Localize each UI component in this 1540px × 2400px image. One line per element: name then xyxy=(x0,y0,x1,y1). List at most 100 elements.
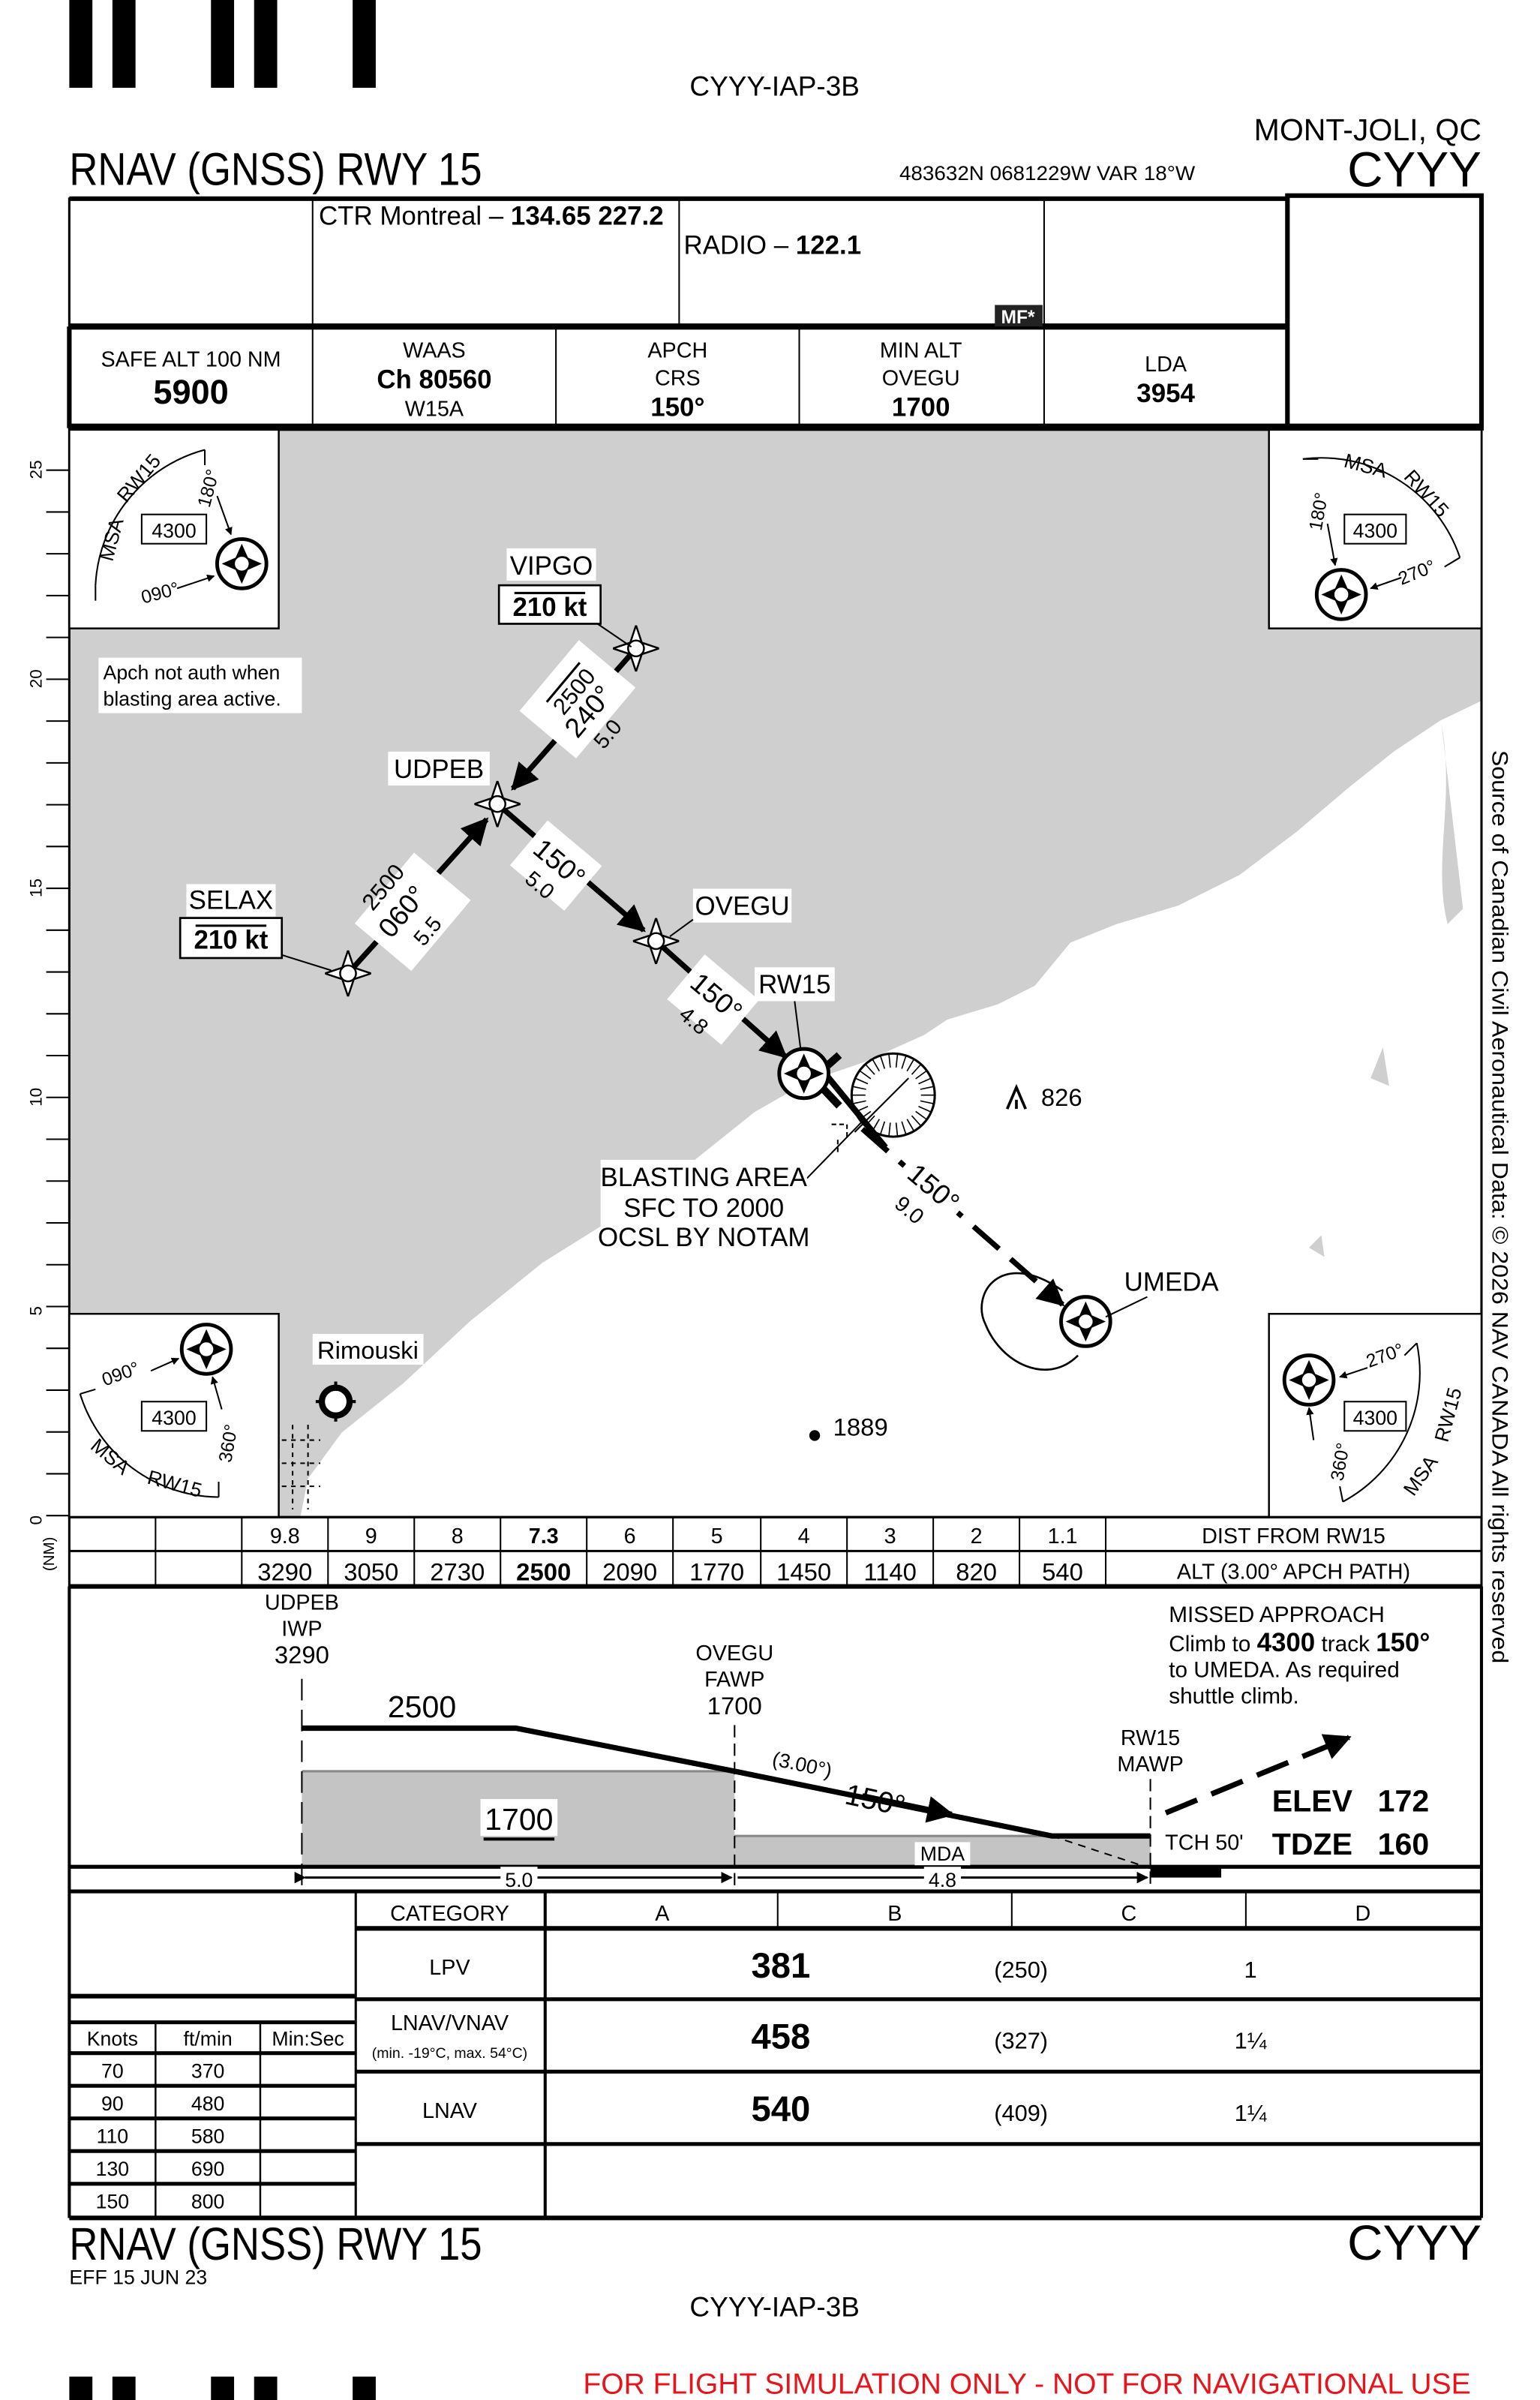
alt-cell: 820 xyxy=(956,1557,997,1585)
airport-id: CYYY xyxy=(1347,142,1481,197)
safe-alt-label: SAFE ALT 100 NM xyxy=(101,348,281,372)
dist-cell: 8 xyxy=(452,1524,464,1548)
msa-altitude: 4300 xyxy=(152,520,196,542)
tch-label: TCH 50' xyxy=(1165,1831,1243,1855)
waypoint-label-ovegu: OVEGU xyxy=(695,891,790,921)
waas-label: WAAS xyxy=(403,338,466,362)
visibility: 1 xyxy=(1244,1957,1256,1983)
dist-cell: 9 xyxy=(365,1524,377,1548)
footer-chart-id: CYYY-IAP-3B xyxy=(689,2292,860,2323)
rate-table-header: Min:Sec xyxy=(272,2027,344,2050)
profile-fix-udpeb-alt: 3290 xyxy=(275,1641,329,1669)
waas-id: W15A xyxy=(405,397,464,421)
blasting-area-line2: SFC TO 2000 xyxy=(623,1194,784,1223)
spot-elevation-icon xyxy=(809,1430,821,1441)
dist-cell: 5 xyxy=(711,1524,723,1548)
scale-unit: (NM) xyxy=(41,1536,58,1571)
obstacle-elevation: 826 xyxy=(1041,1083,1082,1111)
profile-fix-udpeb: UDPEB xyxy=(265,1590,339,1615)
coordinates: 483632N 0681229W VAR 18°W xyxy=(899,162,1196,185)
alt-cell: 2090 xyxy=(602,1557,657,1585)
approach-type: LPV xyxy=(429,1956,470,1980)
effective-date: EFF 15 JUN 23 xyxy=(69,2266,207,2289)
temperature-limits: (min. -19°C, max. 54°C) xyxy=(372,2045,527,2062)
blasting-area-line1: BLASTING AREA xyxy=(601,1163,808,1192)
scale-label: 0 xyxy=(26,1515,45,1525)
blasting-note-line2: blasting area active. xyxy=(104,687,281,710)
missed-approach-title: MISSED APPROACH xyxy=(1169,1603,1385,1627)
profile-table: 9.8329093050827307.325006209051770414503… xyxy=(68,1515,1483,1589)
speed-limit-selax: 210 kt xyxy=(194,926,268,955)
ctr-label: CTR Montreal – xyxy=(319,202,511,231)
procedure-title: RNAV (GNSS) RWY 15 xyxy=(69,143,482,195)
scale-label: 20 xyxy=(26,669,45,688)
visibility: 1¼ xyxy=(1235,2100,1267,2126)
waas-channel: Ch 80560 xyxy=(377,365,491,394)
scale-label: 5 xyxy=(26,1306,45,1316)
rate-table-cell: 690 xyxy=(191,2158,225,2180)
safe-alt-value: 5900 xyxy=(153,373,228,411)
segment-distance-2: 4.8 xyxy=(929,1869,956,1891)
approach-type: LNAV/VNAV xyxy=(391,2011,509,2035)
profile-altitude-2500: 2500 xyxy=(388,1690,456,1724)
flyover-waypoint-icon xyxy=(182,1325,231,1374)
flyover-waypoint-icon xyxy=(1284,1356,1334,1405)
rate-table-cell: 70 xyxy=(101,2060,124,2083)
scale-label: 10 xyxy=(26,1088,45,1107)
msa-altitude: 4300 xyxy=(152,1407,196,1429)
profile-fix-udpeb-role: IWP xyxy=(281,1617,322,1641)
missed-approach-line2: to UMEDA. As required xyxy=(1169,1658,1400,1683)
apch-label: APCH xyxy=(647,338,707,362)
approach-type: LNAV xyxy=(422,2099,478,2123)
segment-distance-1: 5.0 xyxy=(505,1869,533,1891)
alt-cell: 1770 xyxy=(689,1557,744,1585)
dist-cell: 1.1 xyxy=(1048,1524,1078,1548)
rate-table-cell: 800 xyxy=(191,2191,225,2213)
profile-fix-rw15-role: MAWP xyxy=(1117,1753,1183,1777)
rate-table-cell: 480 xyxy=(191,2092,225,2115)
mf-badge: MF* xyxy=(1001,308,1035,328)
alt-cell: 1450 xyxy=(776,1557,831,1585)
alt-cell: 3290 xyxy=(257,1557,312,1585)
min-alt-label: MIN ALT xyxy=(880,338,962,362)
missed-text: track xyxy=(1315,1632,1376,1657)
glidepath-angle: (3.00°) xyxy=(770,1747,834,1782)
town-label-rimouski: Rimouski xyxy=(317,1336,419,1364)
alt-cell: 3050 xyxy=(344,1557,398,1585)
msa-altitude: 4300 xyxy=(1353,520,1397,542)
alt-cell: 540 xyxy=(1042,1557,1083,1585)
dist-cell: 4 xyxy=(798,1524,810,1548)
dist-row-label: DIST FROM RW15 xyxy=(1202,1524,1385,1548)
min-alt-value: 1700 xyxy=(892,392,950,422)
visibility: 1¼ xyxy=(1235,2028,1267,2054)
category-header: CATEGORY xyxy=(390,1902,509,1926)
rate-table-cell: 580 xyxy=(191,2125,225,2148)
blasting-area-line3: OCSL BY NOTAM xyxy=(598,1223,809,1252)
chart-id: CYYY-IAP-3B xyxy=(689,71,860,101)
rate-table-cell: 110 xyxy=(97,2125,129,2148)
rate-table-header: Knots xyxy=(87,2027,138,2050)
waypoint-label-umeda: UMEDA xyxy=(1124,1267,1220,1296)
rate-table-cell: 150 xyxy=(96,2191,130,2213)
flyover-waypoint-icon xyxy=(1061,1297,1111,1347)
category-a: A xyxy=(655,1902,670,1926)
crs-label: CRS xyxy=(655,366,701,390)
profile-track: 150° xyxy=(842,1779,908,1823)
registration-bars-bottom xyxy=(69,2376,376,2400)
flyover-waypoint-icon xyxy=(217,539,266,589)
registration-bars-top xyxy=(69,0,376,89)
minimums-row: LNAV/VNAV(min. -19°C, max. 54°C)458(327)… xyxy=(372,2011,1267,2062)
location: MONT-JOLI, QC xyxy=(1254,113,1481,147)
waypoint-label-selax: SELAX xyxy=(189,885,273,915)
profile-altitude-1700: 1700 xyxy=(485,1802,553,1837)
mda-label: MDA xyxy=(920,1843,965,1865)
alt-cell: 2500 xyxy=(516,1557,571,1585)
msa-top-right: 4300 MSA RW15 180° 270° xyxy=(1268,428,1483,629)
category-d: D xyxy=(1355,1902,1371,1926)
missed-approach-line1: Climb to 4300 track 150° xyxy=(1169,1628,1430,1657)
missed-track: 150° xyxy=(1376,1628,1430,1657)
